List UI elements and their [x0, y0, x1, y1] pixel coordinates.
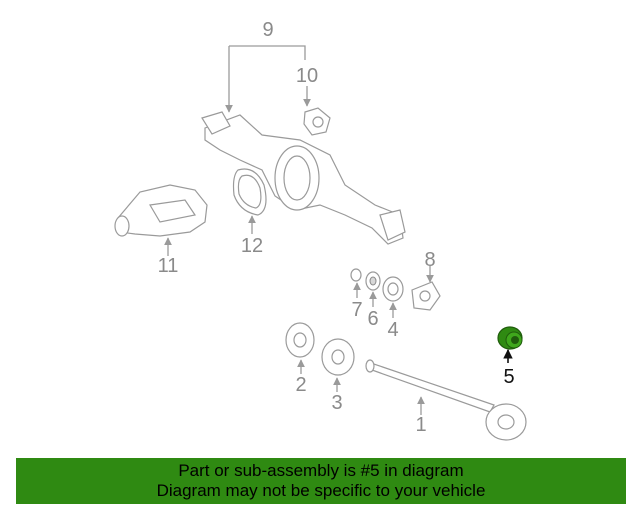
callout-8: 8	[424, 249, 435, 271]
fitment-notice-banner: Part or sub-assembly is #5 in diagram Di…	[16, 458, 626, 504]
snap-ring	[350, 268, 362, 282]
carrier-gasket	[232, 168, 267, 216]
backing-plate-gasket	[285, 322, 315, 358]
callout-12: 12	[241, 235, 263, 257]
oil-seal-highlighted	[497, 326, 523, 350]
callout-4: 4	[387, 319, 398, 341]
breather-fitting	[303, 107, 331, 136]
banner-line-part-number: Part or sub-assembly is #5 in diagram	[178, 461, 464, 480]
bearing-retainer	[411, 281, 441, 311]
callout-10: 10	[296, 65, 318, 87]
leader-9-bracket	[229, 45, 306, 60]
callout-2: 2	[295, 374, 306, 396]
callout-5: 5	[503, 366, 514, 388]
callout-9: 9	[262, 19, 273, 41]
banner-line-disclaimer: Diagram may not be specific to your vehi…	[156, 481, 486, 500]
axle-shaft	[365, 359, 527, 441]
differential-carrier	[114, 184, 208, 237]
callout-7: 7	[351, 299, 362, 321]
parts-diagram: 1 2 3 4 5 6 7 8 9 10 11 12	[114, 19, 527, 441]
wheel-bearing	[382, 276, 404, 302]
brake-backing-plate	[321, 338, 355, 376]
callout-11: 11	[158, 255, 179, 277]
axle-housing	[201, 111, 406, 245]
callout-3: 3	[331, 392, 342, 414]
callout-1: 1	[415, 414, 426, 436]
callout-6: 6	[367, 308, 378, 330]
bearing-collar	[365, 271, 381, 291]
